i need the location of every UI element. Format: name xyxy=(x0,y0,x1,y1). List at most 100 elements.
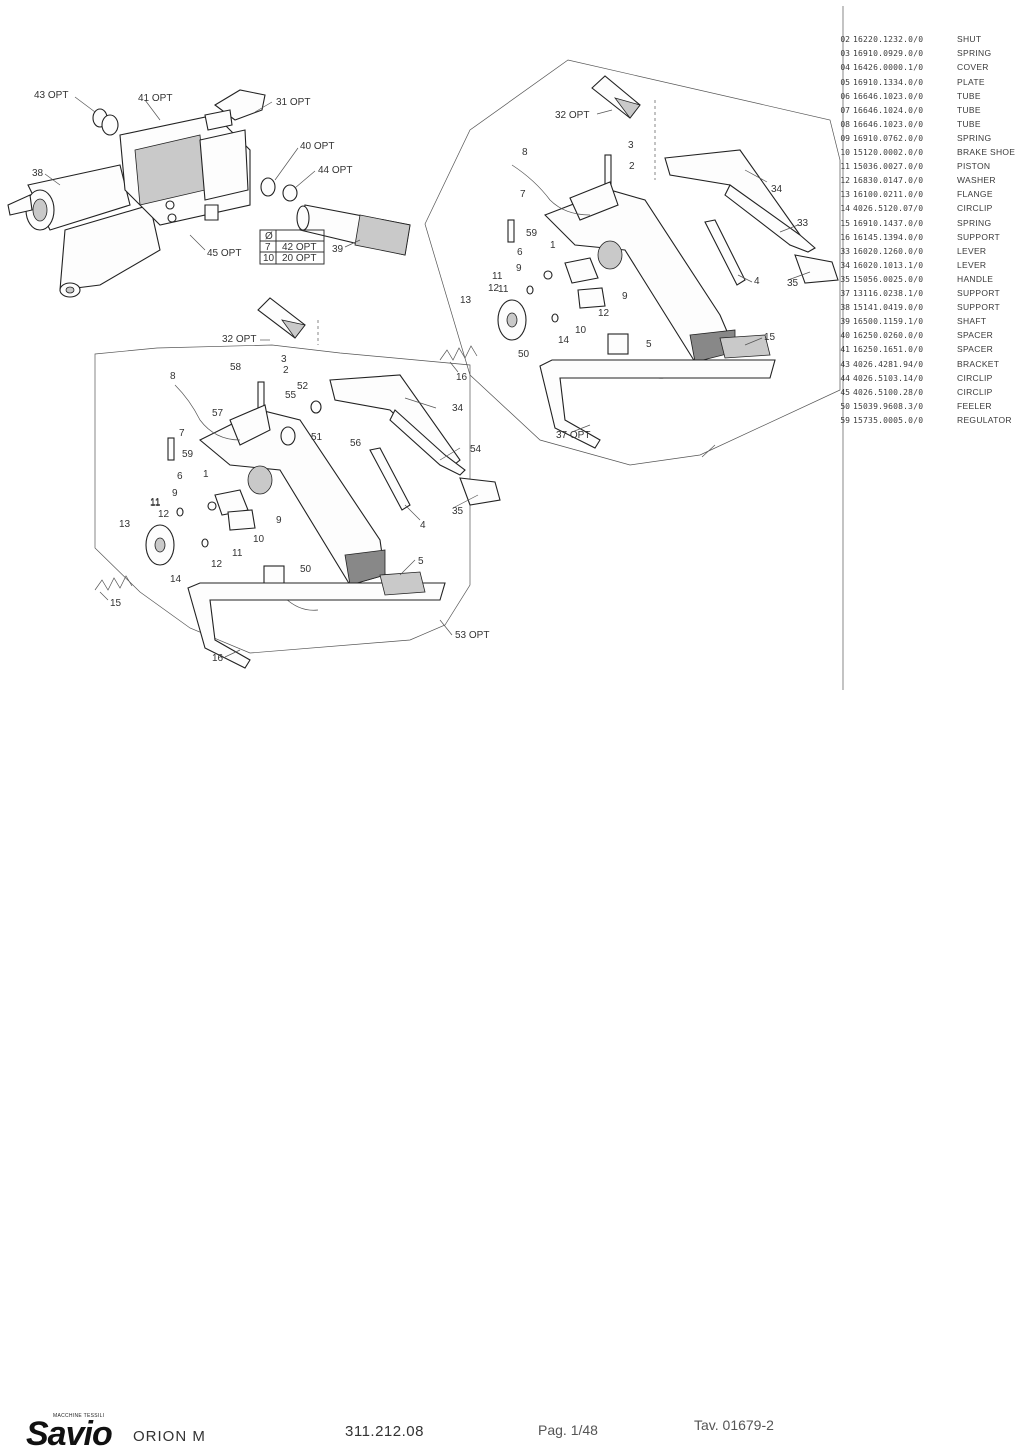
part-position: 06 xyxy=(840,91,850,101)
callout: 38 xyxy=(32,168,44,179)
part-position: 05 xyxy=(840,77,850,87)
part-position: 38 xyxy=(840,303,850,313)
part-position: 10 xyxy=(840,148,850,157)
part-code: 15036.0027.0/0 xyxy=(853,162,924,172)
callout: 59 xyxy=(526,228,538,239)
callout: 14 xyxy=(558,335,570,346)
option-table-header: Ø xyxy=(265,231,273,242)
part-description: SHAFT xyxy=(957,316,987,327)
part-code: 15056.0025.0/0 xyxy=(853,274,924,284)
part-description: COVER xyxy=(957,62,989,73)
callout: 45 OPT xyxy=(207,248,241,259)
part-code: 16910.0929.0/0 xyxy=(853,49,924,59)
callout: 10 xyxy=(575,325,587,336)
callout: 1 xyxy=(550,240,556,251)
part-code: 4026.5100.28/0 xyxy=(853,387,924,397)
callout: 44 OPT xyxy=(318,165,352,176)
part-description: CIRCLIP xyxy=(957,372,993,383)
part-description: TUBE xyxy=(957,118,981,129)
callout: 33 xyxy=(797,218,809,229)
callout: 2 xyxy=(283,365,289,376)
part-position: 40 xyxy=(840,331,850,341)
callout: 7 xyxy=(179,428,185,439)
document-number: 311.212.08 xyxy=(345,1423,424,1440)
part-description: PLATE xyxy=(957,76,985,87)
callout: 41 OPT xyxy=(138,93,172,104)
part-code: 16145.1394.0/0 xyxy=(853,232,924,242)
part-description: WASHER xyxy=(957,175,996,186)
callout: 2 xyxy=(629,161,635,172)
callout: 55 xyxy=(285,390,297,401)
part-position: 08 xyxy=(840,119,850,129)
callout: 56 xyxy=(350,438,362,449)
part-code: 16500.1159.1/0 xyxy=(853,317,924,327)
part-code: 16910.1334.0/0 xyxy=(853,77,924,87)
part-position: 39 xyxy=(840,317,850,327)
part-position: 03 xyxy=(840,49,850,59)
part-description: PISTON xyxy=(957,161,991,172)
callout: 32 OPT xyxy=(555,110,589,121)
part-description: SUPPORT xyxy=(957,231,1001,242)
callout: 35 xyxy=(452,506,464,517)
part-code: 15039.9608.3/0 xyxy=(853,401,924,411)
callout: 12 xyxy=(211,559,223,570)
exploded-parts-drawing: 43 OPT 41 OPT 31 OPT 38 40 OPT 44 OPT 45… xyxy=(7,6,844,690)
part-code: 15735.0005.0/0 xyxy=(853,415,924,425)
option-table-part: 42 OPT xyxy=(282,242,316,253)
callout: 4 xyxy=(754,276,760,287)
part-code: 16646.1024.0/0 xyxy=(853,105,924,115)
part-position: 09 xyxy=(840,133,850,143)
parts-list-row xyxy=(838,6,957,20)
part-code: 16020.1013.1/0 xyxy=(853,260,924,270)
callout: 32 OPT xyxy=(222,334,256,345)
part-description: FEELER xyxy=(957,400,992,411)
part-code: 15120.0002.0/0 xyxy=(853,148,924,157)
part-description: HANDLE xyxy=(957,273,994,284)
part-code: 15141.0419.0/0 xyxy=(853,303,924,313)
part-position: 41 xyxy=(840,345,850,355)
part-code: 16426.0000.1/0 xyxy=(853,63,924,73)
part-code: 13116.0238.1/0 xyxy=(853,289,924,298)
callout: 57 xyxy=(212,408,224,419)
part-description: REGULATOR xyxy=(957,414,1012,425)
page-number: Pag. 1/48 xyxy=(538,1422,598,1438)
part-description: TUBE xyxy=(957,104,981,115)
callout: 15 xyxy=(110,598,122,609)
part-position: 15 xyxy=(840,218,850,228)
callout: 5 xyxy=(418,556,424,567)
callout: 58 xyxy=(230,362,242,373)
part-description: BRAKE SHOE xyxy=(957,147,1016,157)
callout: 16 xyxy=(212,653,224,664)
part-position: 04 xyxy=(840,63,850,73)
part-position: 07 xyxy=(840,105,850,115)
right-assembly xyxy=(439,75,839,458)
part-code: 16646.1023.0/0 xyxy=(853,91,924,101)
part-code: 16020.1260.0/0 xyxy=(853,246,924,256)
callout: 8 xyxy=(170,371,176,382)
model-name: ORION M xyxy=(133,1428,206,1445)
callout: 11 xyxy=(498,284,509,295)
part-position: 14 xyxy=(840,204,850,214)
callout: 10 xyxy=(253,534,265,545)
callout: 35 xyxy=(787,278,799,289)
callout: 12 xyxy=(488,283,500,294)
part-code: 16250.1651.0/0 xyxy=(853,345,924,355)
part-code: 4026.5120.07/0 xyxy=(853,204,924,214)
callout: 51 xyxy=(311,432,323,443)
callout: 9 xyxy=(276,515,282,526)
part-description: TUBE xyxy=(957,90,981,101)
part-position: 16 xyxy=(840,232,850,242)
part-description: SPACER xyxy=(957,344,994,355)
part-code: 16910.1437.0/0 xyxy=(853,218,924,228)
